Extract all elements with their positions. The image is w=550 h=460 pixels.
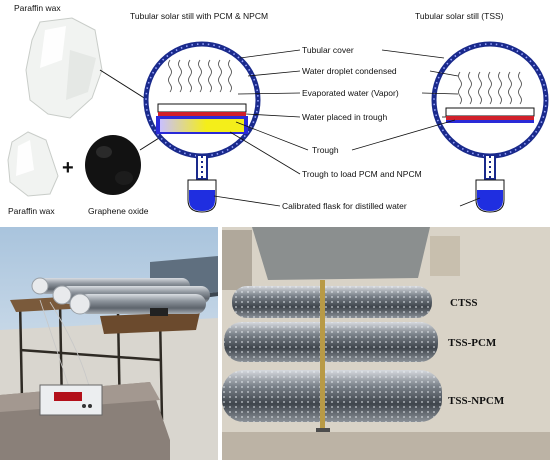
callout-trough-pcm: Trough to load PCM and NPCM	[302, 169, 422, 179]
title-right-still: Tubular solar still (TSS)	[415, 11, 504, 21]
background-unit	[252, 227, 430, 280]
label-paraffin-wax-top: Paraffin wax	[14, 3, 61, 13]
paraffin-wax-top-image	[25, 17, 103, 119]
vapor-lines-left	[168, 59, 232, 93]
left-tube-cross-section	[143, 41, 261, 180]
callout-evaporated-water: Evaporated water (Vapor)	[302, 88, 399, 98]
photo-label-tss-npcm: TSS-NPCM	[448, 395, 505, 407]
photo-outdoor-setup	[0, 227, 218, 460]
photo-three-tubes	[222, 227, 550, 460]
water-left	[158, 112, 246, 116]
water-right	[446, 116, 534, 120]
flask-left	[187, 179, 217, 213]
label-graphene-oxide: Graphene oxide	[88, 206, 149, 216]
photo-label-ctss: CTSS	[450, 297, 478, 309]
paraffin-wax-bottom-image	[7, 131, 59, 197]
callout-water-droplet: Water droplet condensed	[302, 66, 397, 76]
trough-left	[157, 103, 247, 113]
wooden-board	[100, 312, 200, 334]
callout-water-trough: Water placed in trough	[302, 112, 387, 122]
pcm-yellow-fill	[160, 119, 244, 132]
flask-holder	[150, 308, 168, 316]
tube-photo-3	[78, 294, 206, 314]
callout-lines	[213, 49, 481, 207]
flask-right	[475, 179, 505, 213]
right-tube-cross-section	[431, 41, 549, 180]
title-left-still: Tubular solar still with PCM & NPCM	[130, 11, 268, 21]
label-paraffin-wax-bottom: Paraffin wax	[8, 206, 55, 216]
vapor-lines-right	[458, 71, 522, 105]
callout-tubular-cover: Tubular cover	[302, 45, 354, 55]
callout-trough: Trough	[312, 145, 339, 155]
callout-calibrated-flask: Calibrated flask for distilled water	[282, 201, 407, 211]
plus-sign: +	[62, 157, 74, 179]
photo-label-tss-pcm: TSS-PCM	[448, 337, 497, 349]
clamp-strip	[320, 280, 325, 430]
trough-right	[445, 107, 535, 117]
graphene-oxide-image	[85, 135, 141, 195]
